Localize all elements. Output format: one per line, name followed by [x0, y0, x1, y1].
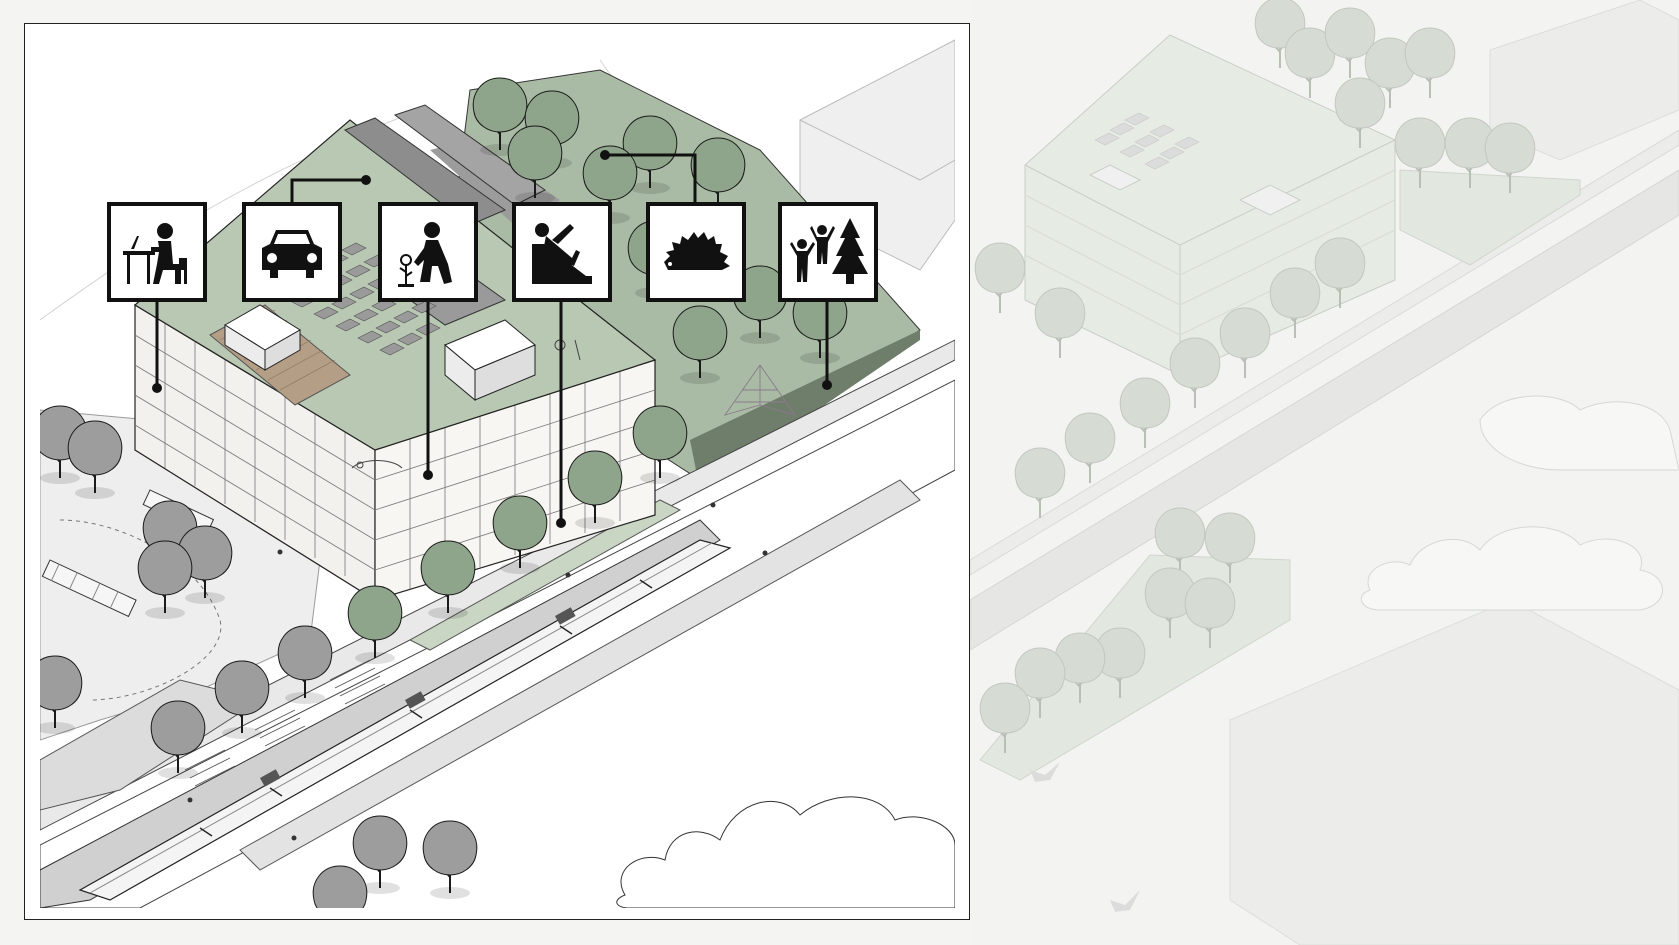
context-overview-panel — [969, 0, 1679, 945]
hedgehog-icon — [664, 232, 730, 270]
pictogram-coworking — [107, 202, 207, 302]
climbing-net — [723, 364, 797, 416]
train — [78, 539, 732, 901]
car-parking-icon — [262, 230, 322, 278]
person-planting-icon — [398, 222, 452, 287]
pictogram-biodiversity — [646, 202, 746, 302]
pictogram-playground — [512, 202, 612, 302]
person-working-at-desk-icon — [123, 223, 187, 284]
people-and-tree-icon — [790, 218, 868, 284]
detailed-site-view — [40, 38, 955, 908]
pictogram-gardening — [378, 202, 478, 302]
child-on-slide-icon — [532, 223, 592, 284]
pictogram-parking — [242, 202, 342, 302]
pictogram-callouts — [107, 150, 878, 528]
pictogram-recreation — [778, 202, 878, 302]
